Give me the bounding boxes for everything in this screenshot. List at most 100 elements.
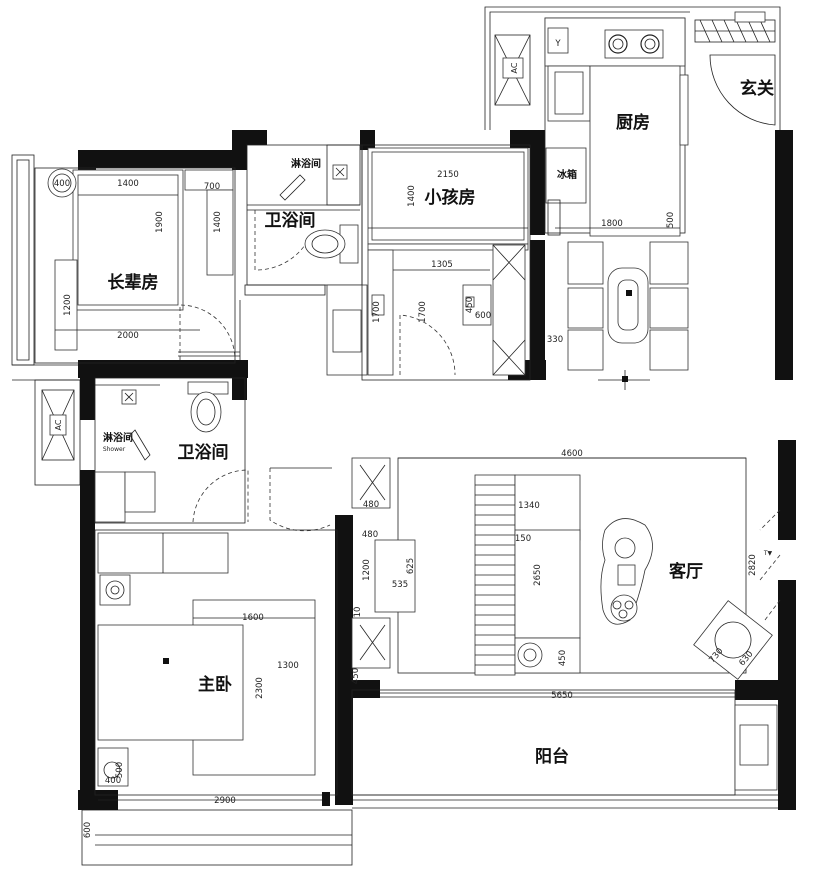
svg-text:1400: 1400 xyxy=(117,179,139,189)
svg-text:1200: 1200 xyxy=(362,559,372,581)
bathroom-label-top: 卫浴间 xyxy=(265,210,316,231)
svg-text:400: 400 xyxy=(105,776,121,786)
room-label-living: 客厅 xyxy=(668,561,703,582)
coffee-stool xyxy=(617,564,636,586)
svg-text:1400: 1400 xyxy=(213,211,223,233)
svg-text:4600: 4600 xyxy=(561,449,583,459)
bottom-toilet-icon xyxy=(190,391,222,433)
tv-cabinet-top xyxy=(351,457,391,509)
svg-text:625: 625 xyxy=(406,558,416,574)
svg-text:Shower: Shower xyxy=(103,446,126,453)
svg-text:2650: 2650 xyxy=(533,564,543,586)
bathroom-label-bottom: 卫浴间 xyxy=(178,442,229,463)
shower-label-bottom: 淋浴间 xyxy=(103,431,133,444)
master-lamp-top xyxy=(99,574,131,606)
svg-text:150: 150 xyxy=(515,534,531,544)
room-label-child: 小孩房 xyxy=(425,187,476,208)
bottom-bathroom: 淋浴间 Shower 卫浴间 xyxy=(94,377,332,532)
svg-text:1400: 1400 xyxy=(407,185,417,207)
svg-text:Y: Y xyxy=(554,39,561,49)
dining-chair-tr xyxy=(649,241,689,285)
shower-label-top: 淋浴间 xyxy=(291,157,321,170)
top-sink-icon xyxy=(332,309,362,353)
svg-text:5650: 5650 xyxy=(551,691,573,701)
svg-text:1340: 1340 xyxy=(518,501,540,511)
room-label-master: 主卧 xyxy=(198,674,232,695)
living-room: 4600 2820 480 480 1200 625 535 10 450 13… xyxy=(351,449,781,684)
svg-text:2900: 2900 xyxy=(214,796,236,806)
room-label-entrance: 玄关 xyxy=(740,78,774,99)
room-label-elder: 长辈房 xyxy=(108,272,159,293)
room-label-kitchen: 厨房 xyxy=(616,112,650,133)
armchair-icon xyxy=(693,600,773,680)
walls xyxy=(78,130,796,810)
svg-text:2000: 2000 xyxy=(117,331,139,341)
svg-text:1200: 1200 xyxy=(63,294,73,316)
entrance: 玄关 xyxy=(694,11,776,126)
svg-text:330: 330 xyxy=(547,335,563,345)
misc-doors xyxy=(178,284,326,360)
svg-text:500: 500 xyxy=(115,762,125,778)
tv-unit xyxy=(374,539,416,613)
svg-text:1700: 1700 xyxy=(372,301,382,323)
svg-text:400: 400 xyxy=(54,179,70,189)
balcony: 5650 阳台 xyxy=(351,689,778,796)
svg-text:600: 600 xyxy=(475,311,491,321)
kitchen-sink-icon xyxy=(547,27,569,54)
elder-room: 400 1400 700 1400 1900 1200 2000 长辈房 xyxy=(34,167,236,364)
svg-text:600: 600 xyxy=(83,822,93,838)
svg-text:2300: 2300 xyxy=(255,677,265,699)
kitchen: Y 厨房 冰箱 1800 500 xyxy=(544,17,689,237)
burner-right-icon xyxy=(640,34,660,54)
master-lamp-bottom xyxy=(97,747,129,787)
fridge-icon xyxy=(545,147,587,204)
bottom-counter xyxy=(94,471,126,523)
dining-chair-tl xyxy=(567,241,604,285)
ac-unit-left: AC xyxy=(41,389,75,461)
ac-unit-top: AC xyxy=(494,34,531,106)
svg-text:T▼: T▼ xyxy=(763,550,773,557)
child-room: 2150 小孩房 1400 350 1305 1700 1700 450 600… xyxy=(361,144,531,381)
svg-text:450: 450 xyxy=(465,297,475,313)
kitchen-counter-right xyxy=(589,65,681,237)
svg-text:450: 450 xyxy=(558,650,568,666)
stove-icon xyxy=(604,29,664,59)
dining-area: 330 xyxy=(547,241,689,390)
svg-text:1700: 1700 xyxy=(418,301,428,323)
master-bedroom: 1600 1300 2300 主卧 500 400 2900 600 xyxy=(83,529,338,838)
child-cabinet xyxy=(492,244,526,376)
sofa-seat xyxy=(514,529,581,639)
entrance-shoe-rack xyxy=(734,11,766,23)
ac-label-top: AC xyxy=(510,62,519,73)
svg-text:450: 450 xyxy=(351,668,361,684)
svg-text:480: 480 xyxy=(362,530,378,540)
dining-chair-bl xyxy=(567,329,604,371)
top-toilet-icon xyxy=(304,229,346,259)
sofa-back xyxy=(514,474,581,541)
svg-text:1800: 1800 xyxy=(601,219,623,229)
bottom-sink-icon xyxy=(124,471,156,513)
dining-chair-ml xyxy=(567,287,604,329)
elder-lamp xyxy=(47,168,77,198)
burner-left-icon xyxy=(608,34,628,54)
side-lamp-icon xyxy=(517,642,543,668)
svg-text:1600: 1600 xyxy=(242,613,264,623)
svg-text:500: 500 xyxy=(666,212,676,228)
svg-text:1305: 1305 xyxy=(431,260,453,270)
svg-text:480: 480 xyxy=(363,500,379,510)
svg-text:700: 700 xyxy=(204,182,220,192)
svg-text:535: 535 xyxy=(392,580,408,590)
top-bathroom: 淋浴间 卫浴间 xyxy=(246,144,368,376)
svg-text:2820: 2820 xyxy=(748,554,758,576)
svg-text:10: 10 xyxy=(353,607,363,618)
master-bed-frame xyxy=(97,624,244,741)
dining-chair-br xyxy=(649,329,689,371)
fridge-label: 冰箱 xyxy=(557,168,577,181)
dining-chair-mr xyxy=(649,287,689,329)
svg-text:1300: 1300 xyxy=(277,661,299,671)
svg-text:2150: 2150 xyxy=(437,170,459,180)
room-label-balcony: 阳台 xyxy=(535,746,569,767)
svg-text:1900: 1900 xyxy=(155,211,165,233)
ac-label-left: AC xyxy=(54,419,63,430)
